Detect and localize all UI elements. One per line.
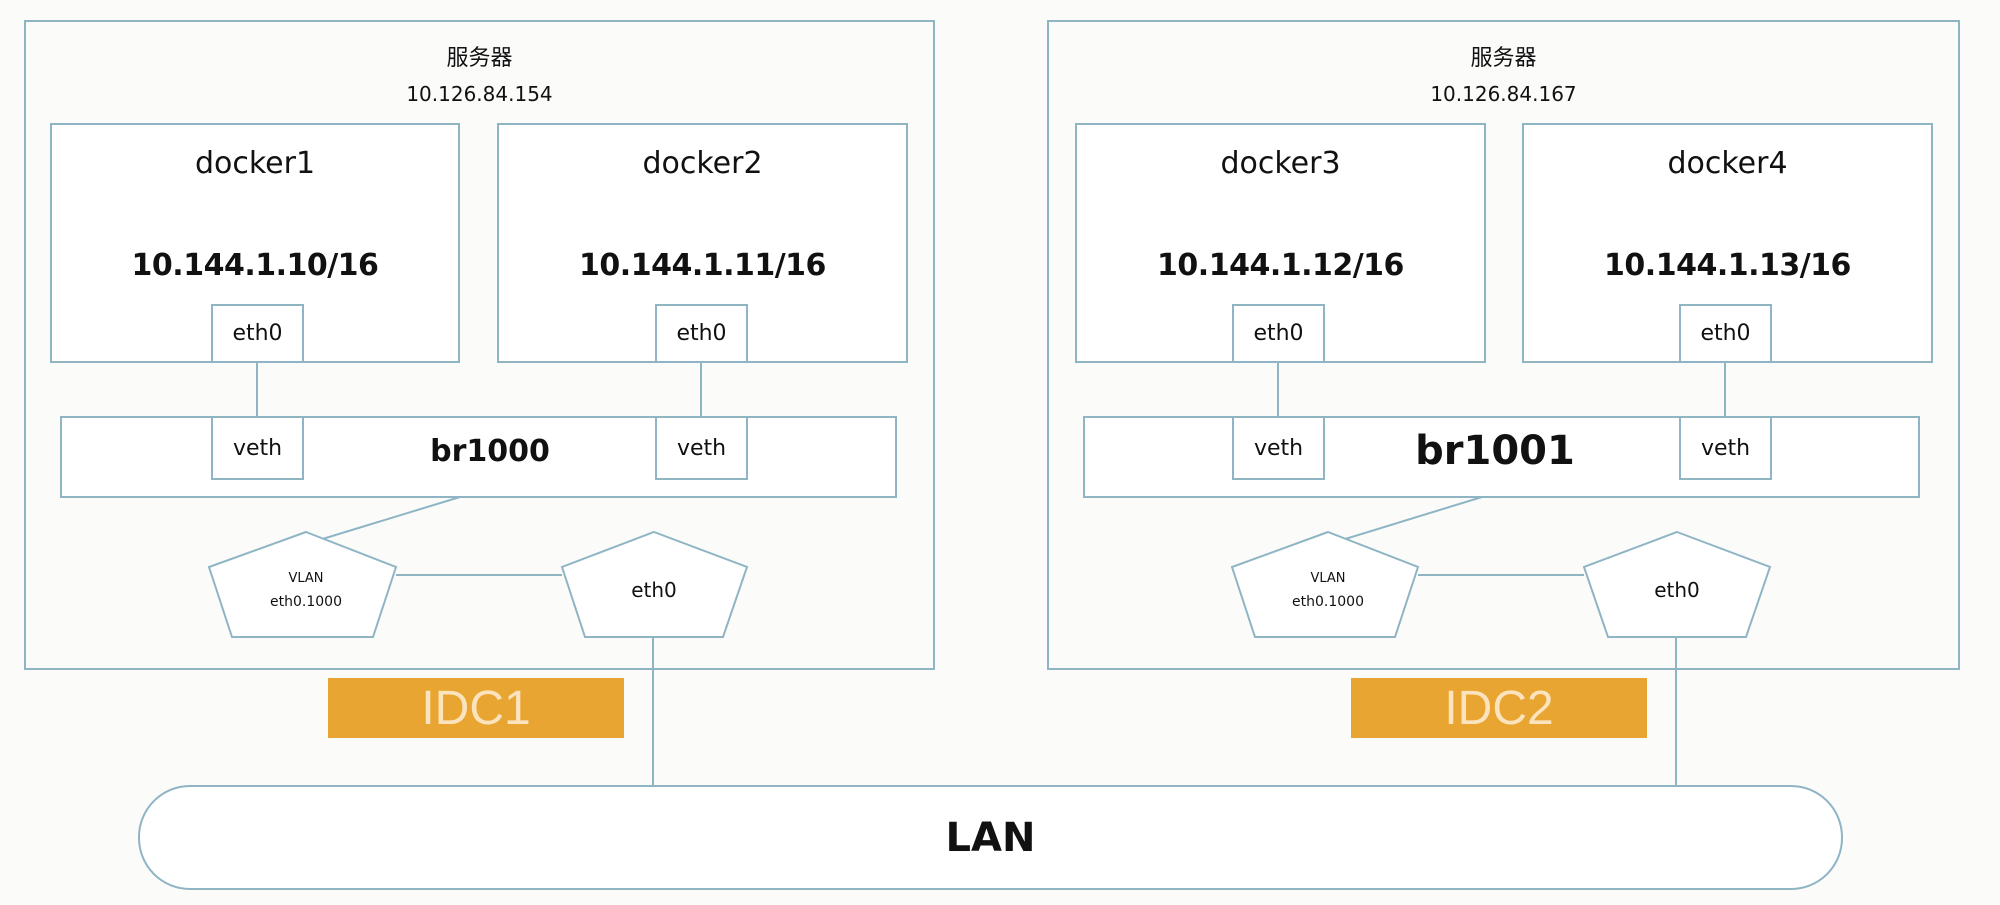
vlan-iface-1: eth0.1000 [270,594,342,610]
docker-name-1: docker1 [194,146,316,181]
vlan-label-2: VLAN [1310,571,1346,586]
docker-ip-3: 10.144.1.12/16 [1157,248,1404,283]
server-box-1 [24,20,935,670]
vlan-label-1: VLAN [288,571,324,586]
physical-eth0-1: eth0 [631,578,677,602]
bridge-box-1 [60,416,897,498]
docker-name-2: docker2 [642,146,763,181]
server-ip-2: 10.126.84.167 [1430,82,1577,106]
eth0-docker4: eth0 [1679,304,1772,363]
veth-docker1: veth [211,416,304,480]
docker-name-3: docker3 [1220,146,1341,181]
veth-docker3: veth [1232,416,1325,480]
idc-badge-1: IDC1 [328,678,624,738]
bridge-name-2: br1001 [1395,428,1595,474]
docker-ip-1: 10.144.1.10/16 [131,248,379,283]
physical-eth0-2: eth0 [1654,578,1700,602]
server-title-1: 服务器 [446,46,513,71]
vlan-iface-2: eth0.1000 [1292,594,1364,610]
veth-docker4: veth [1679,416,1772,480]
eth0-docker3: eth0 [1232,304,1325,363]
idc-badge-2: IDC2 [1351,678,1647,738]
docker-ip-4: 10.144.1.13/16 [1604,248,1851,283]
eth0-docker1: eth0 [211,304,304,363]
docker-name-4: docker4 [1667,146,1788,181]
veth-docker2: veth [655,416,748,480]
server-title-2: 服务器 [1470,46,1537,71]
lan-bus [138,785,1843,890]
eth0-docker2: eth0 [655,304,748,363]
bridge-name-1: br1000 [430,434,550,469]
docker-ip-2: 10.144.1.11/16 [579,248,826,283]
server-ip-1: 10.126.84.154 [406,82,553,106]
server-box-2 [1047,20,1960,670]
lan-label: LAN [945,815,1036,861]
